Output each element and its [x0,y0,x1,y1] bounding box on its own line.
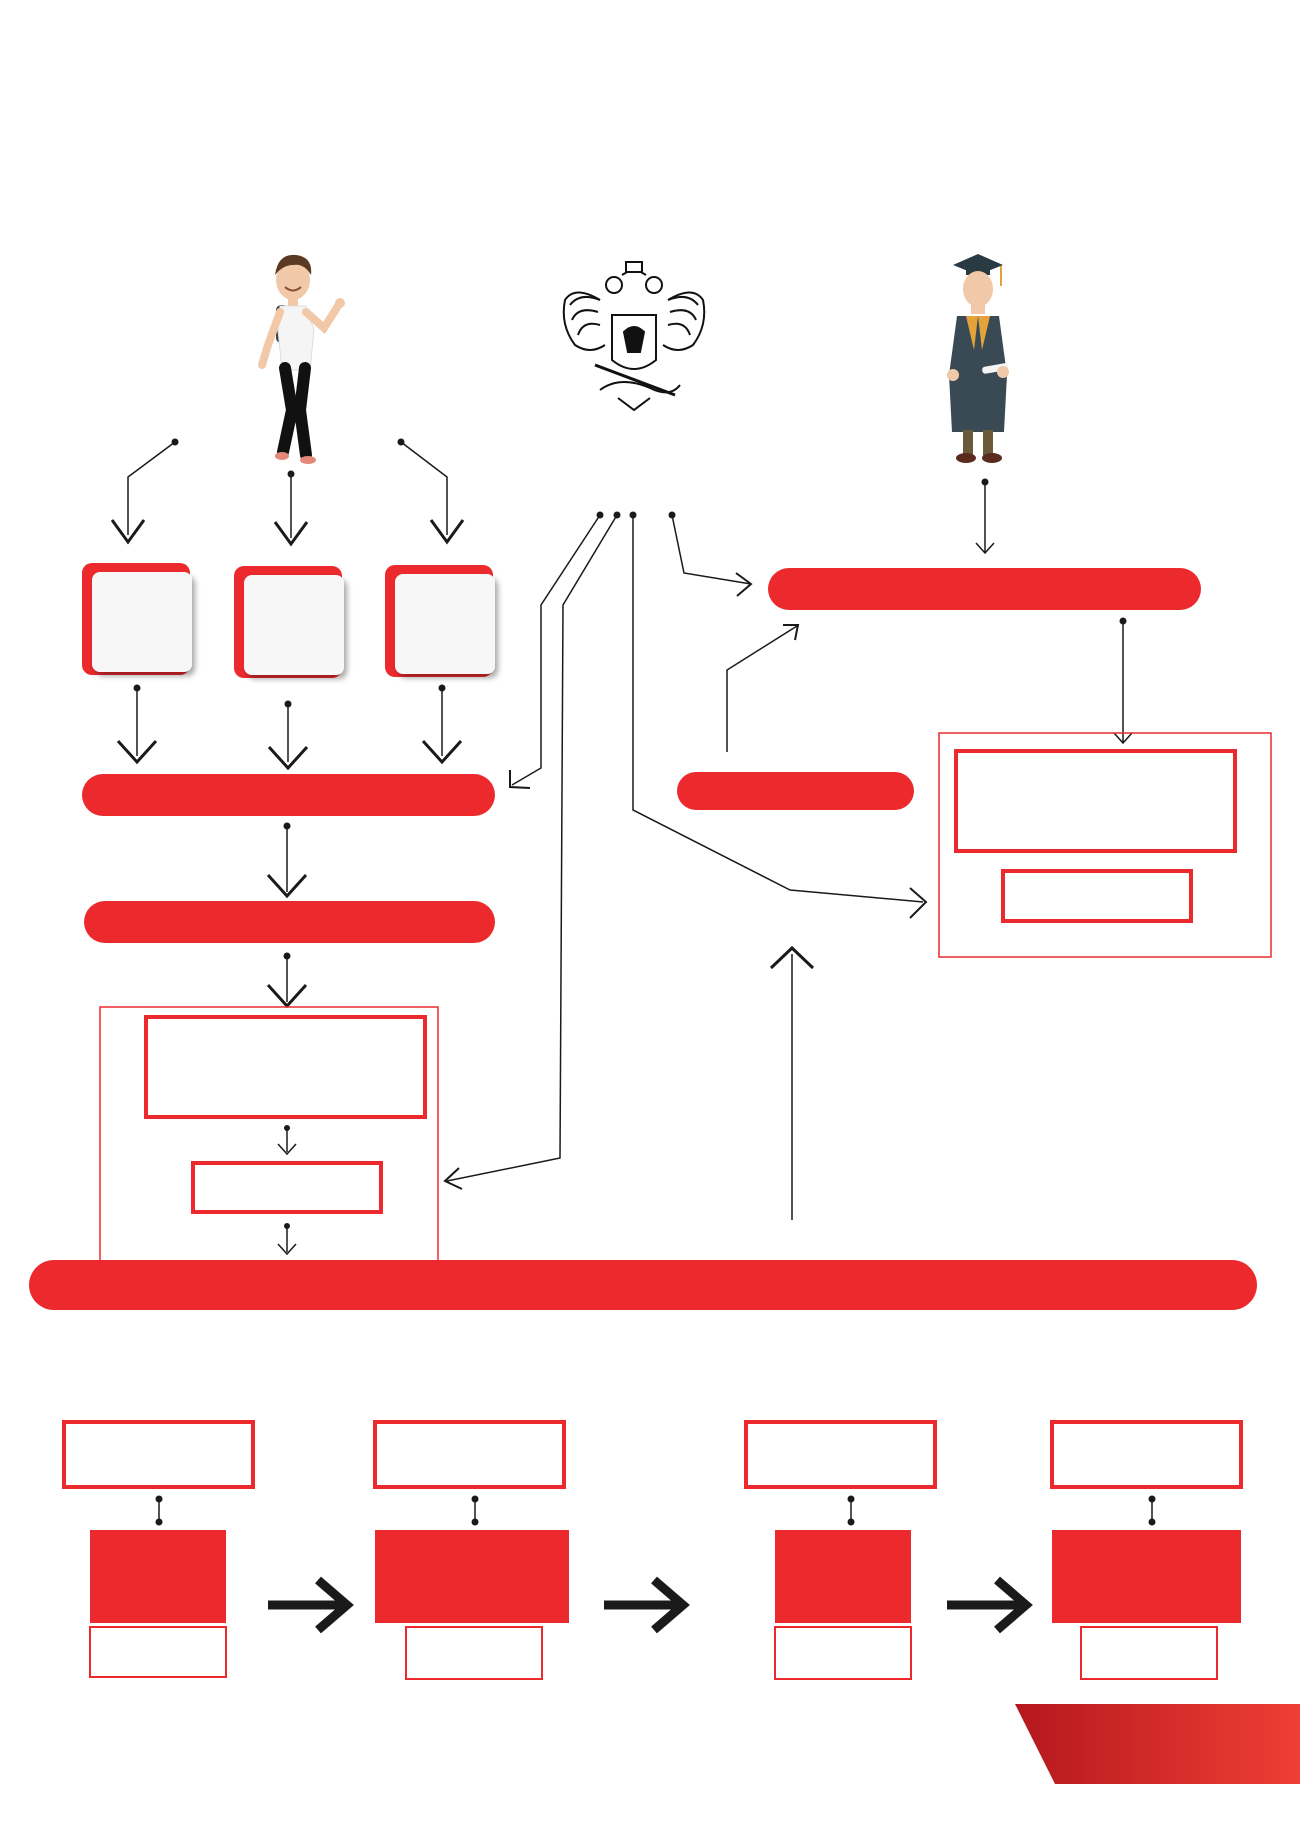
left-bar-1 [82,774,495,816]
bottom-step-4 [1050,1420,1243,1680]
left-bar-2 [84,901,495,943]
bottom-step-2 [373,1420,569,1680]
top-right-bar [768,568,1201,610]
lower-right-group [938,732,1272,958]
lower-left-group [99,1006,439,1262]
connector-lines [110,438,1156,1526]
bottom-step-1 [62,1420,255,1678]
decorative-corner-ribbon [1015,1704,1300,1784]
bottom-arrows [268,1576,1033,1634]
double-headed-eagle-coat-of-arms-icon [562,261,706,412]
card-2 [234,566,344,678]
card-3 [385,565,495,677]
card-1 [82,563,192,675]
student-figure-icon [258,254,345,464]
long-bottom-bar [29,1260,1257,1310]
bottom-step-3 [744,1420,937,1680]
middle-small-bar [677,772,914,810]
right-arrow-icon [268,1576,354,1634]
right-arrow-icon [604,1576,690,1634]
graduate-figure-icon [947,254,1009,463]
right-arrow-icon [947,1576,1033,1634]
